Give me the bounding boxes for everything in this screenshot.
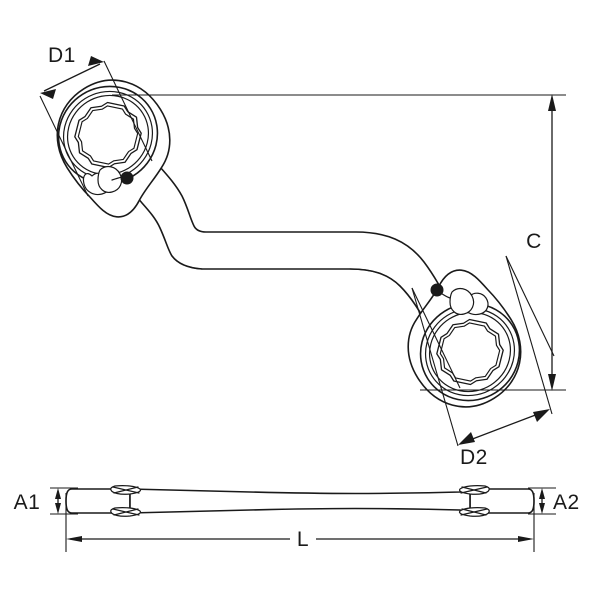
dimension-a2: A2 (528, 487, 580, 515)
side-neck-right-lower (458, 507, 490, 517)
side-neck-left-upper (110, 485, 142, 495)
dimension-d2: D2 (411, 255, 555, 469)
dimension-d2-label: D2 (460, 446, 488, 469)
dimension-a1: A1 (14, 487, 78, 515)
dimension-l-label: L (297, 528, 309, 551)
dimension-a2-label: A2 (553, 491, 580, 514)
neck-detail-upper (82, 165, 134, 196)
top-view (56, 79, 522, 408)
dimension-c-label: C (526, 230, 542, 253)
dimension-c: C (112, 94, 566, 391)
side-neck-right-upper (458, 485, 490, 495)
ring-head-lower-right (407, 269, 522, 408)
dimension-d1: D1 (39, 44, 153, 197)
neck-detail-lower (430, 283, 489, 316)
dimension-l: L (65, 493, 535, 552)
side-view (65, 485, 535, 517)
dimension-d1-label: D1 (48, 44, 76, 67)
dimension-a1-label: A1 (14, 491, 41, 514)
side-neck-left-lower (110, 507, 142, 517)
